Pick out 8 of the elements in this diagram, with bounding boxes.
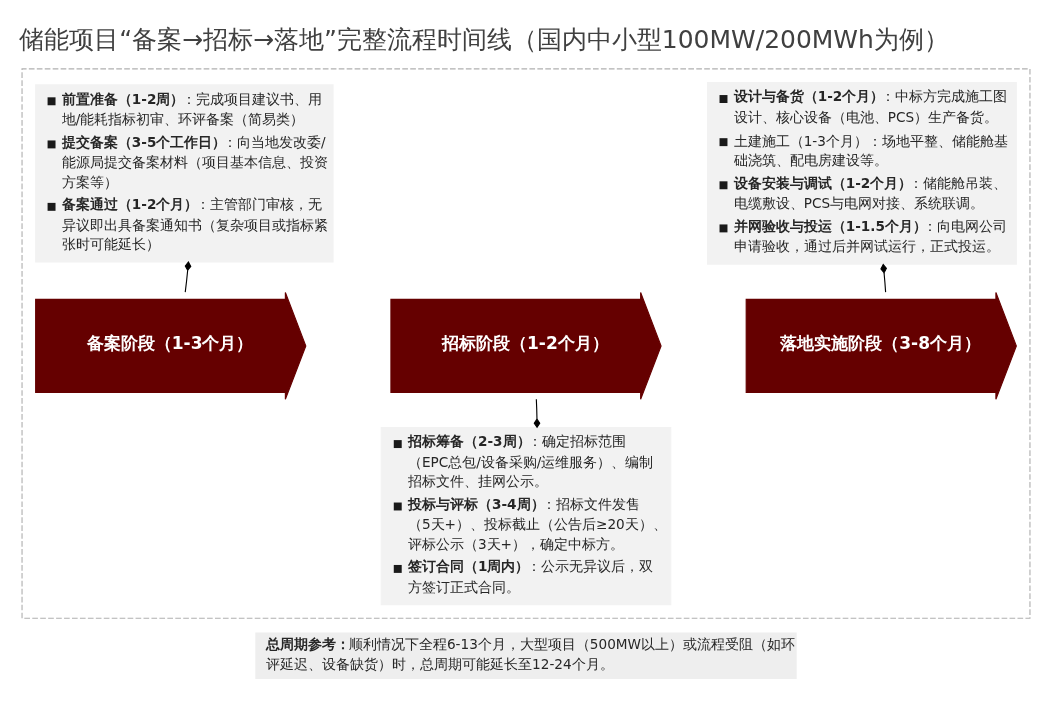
diagram-title: 储能项目“备案→招标→落地”完整流程时间线（国内中小型100MW/200MWh为例） — [19, 25, 949, 55]
connector — [184, 261, 192, 293]
connector — [880, 263, 888, 293]
cluster — [21, 68, 1031, 619]
node-box: 设计与备货（1-2个月）：中标方完成施工图设计、核心设备（电池、PCS）生产备货。 土建施工（1-3个月）：场地平整、储能舱基础浇筑、配电房建设等。 设备安装与调试（1-2个月）：储能舱吊装、电缆敷设、PCS与电网对接、系统联调。 并网验收与投运（1-1.5个月）：向电网公司申请验收，通过后并网试运行，正式投运。 — [707, 82, 1017, 265]
node-box: 前置准备（1-2周）：完成项目建议书、用地/能耗指标初审、环评备案（简易类） 提交备案（3-5个工作日）：向当地发改委/能源局提交备案材料（项目基本信息、投资方案等） 备案通过（1-2个月）：主管部门审核，无异议即出具备案通知书（复杂项目或指标紧张时可能延长） — [35, 84, 334, 263]
connector — [533, 398, 541, 429]
node-box: 招标筹备（2-3周）：确定招标范围（EPC总包/设备采购/运维服务）、编制招标文件、挂网公示。 投标与评标（3-4周）：招标文件发售（5天+）、投标截止（公告后≥20天）、评标公示（3天+），确定中标方。 签订合同（1周内）：公示无异议后，双方签订正式合同。 — [380, 427, 672, 606]
